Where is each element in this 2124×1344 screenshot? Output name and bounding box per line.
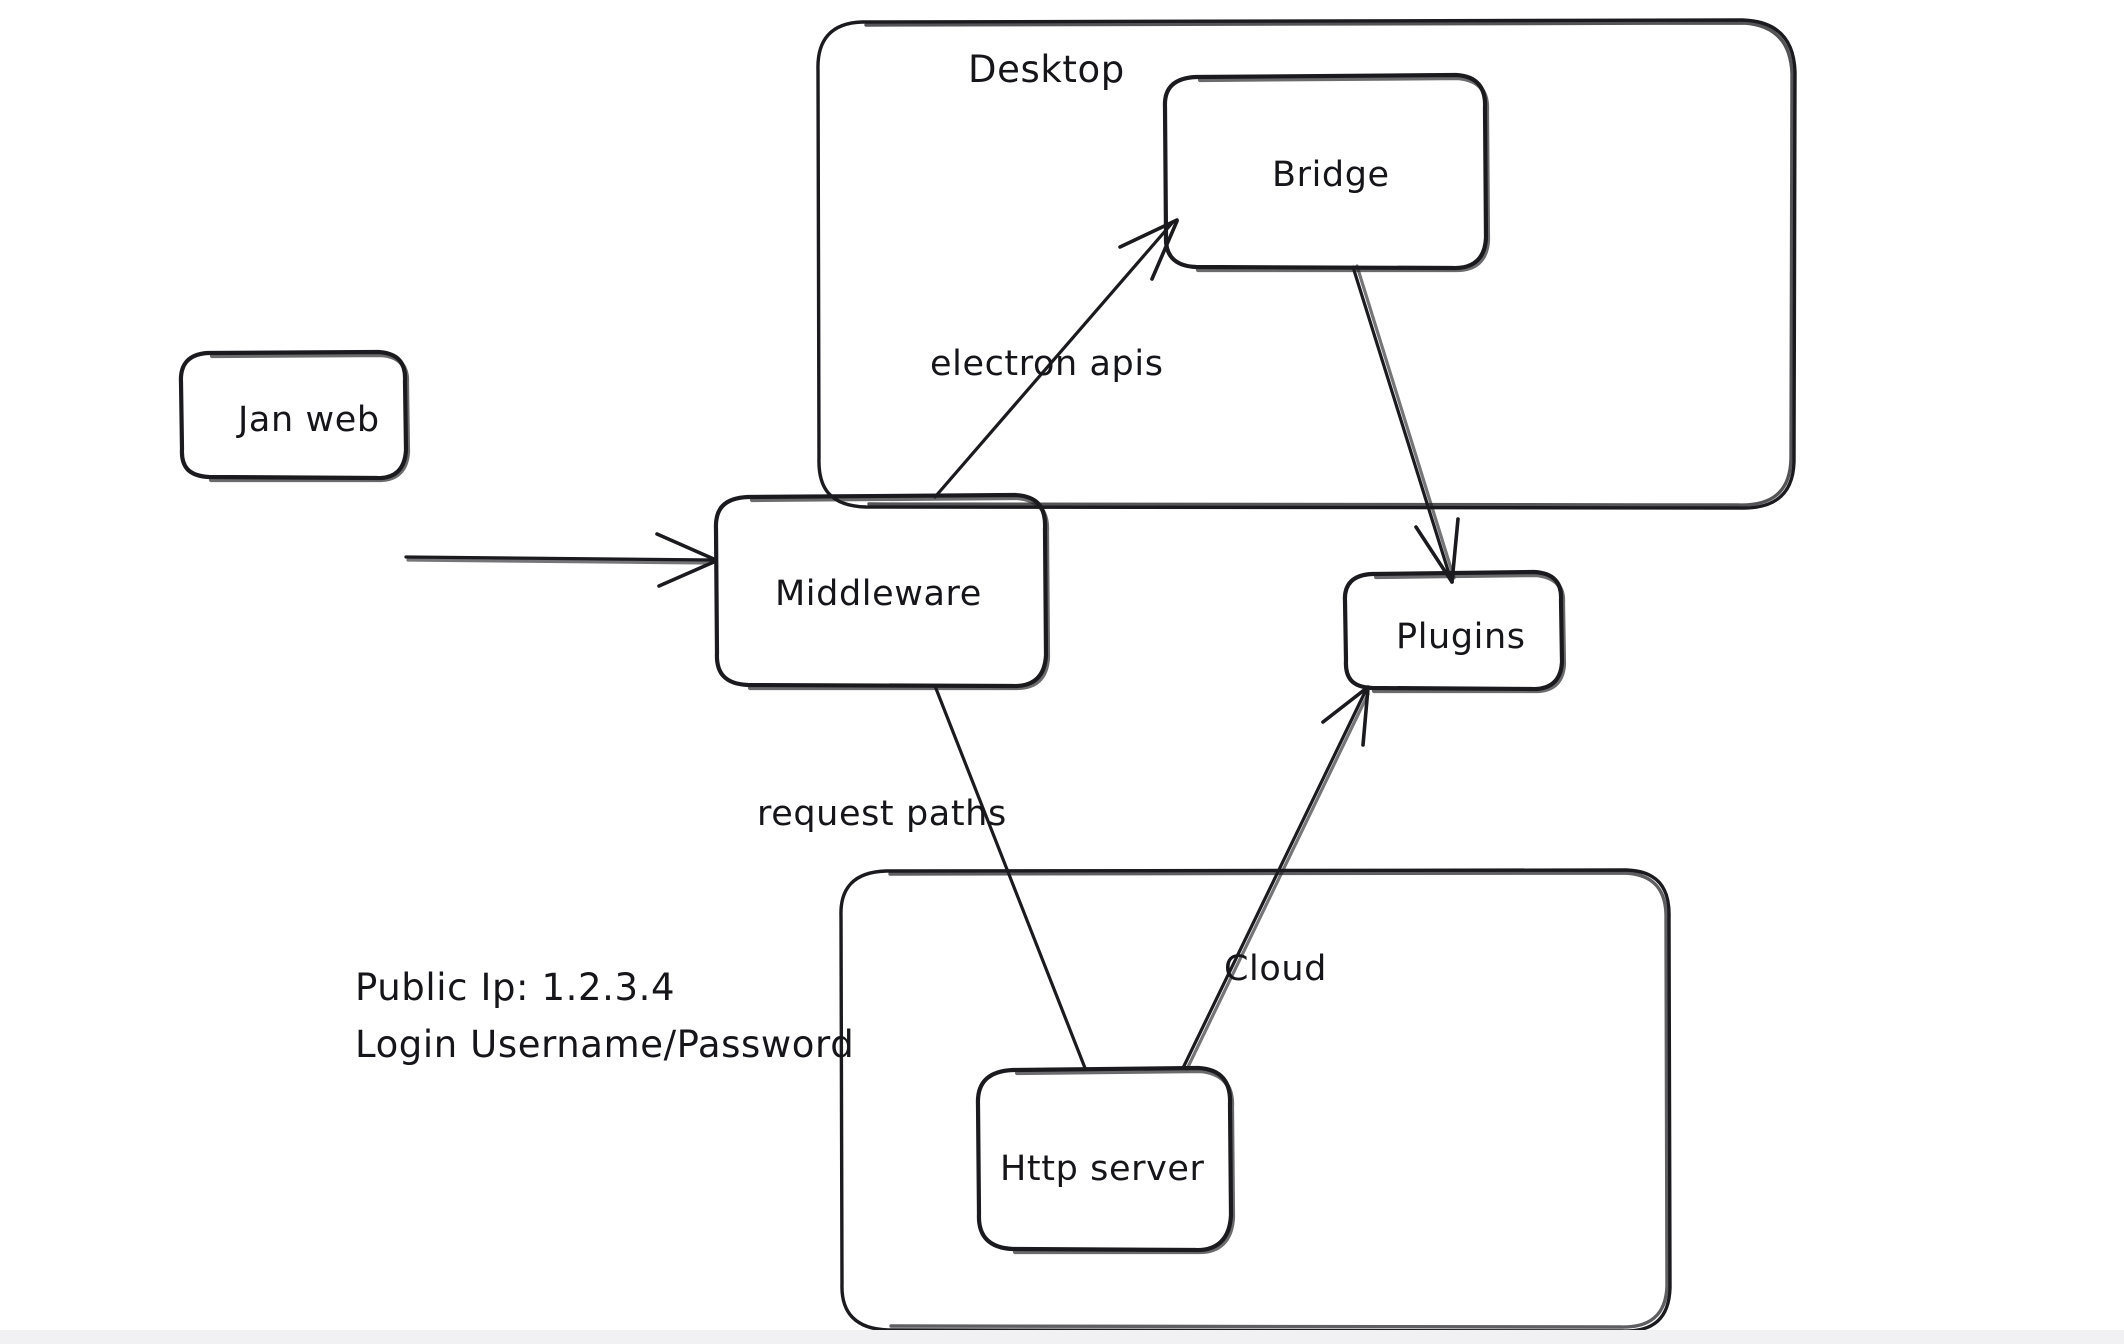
middleware-to-bridge-arrowhead [1118,218,1179,249]
middleware-label: Middleware [775,574,982,614]
desktop-container-label: Desktop [968,48,1125,91]
node-middleware[interactable]: Middleware [713,492,1051,691]
node-bridge[interactable]: Bridge [1162,72,1491,273]
jan-web-label: Jan web [236,400,380,440]
node-plugins[interactable]: Plugins [1342,569,1567,694]
edge-middleware-to-bridge[interactable]: electron apis [930,218,1179,499]
middleware-to-bridge-arrowhead-lower [1150,219,1179,281]
node-jan-web[interactable]: Jan web [178,349,411,483]
desktop-container-outline-echo [864,21,1794,507]
desktop-container-outline [816,18,1797,510]
http-server-label: Http server [1000,1149,1205,1189]
bottom-edge-strip [0,1330,2124,1344]
jan-web-to-middleware-line [404,555,716,562]
jan-web-to-middleware-arrowhead-lower [657,559,718,588]
bridge-to-plugins-line [1351,265,1453,582]
http-server-to-plugins-arrowhead [1321,685,1370,724]
electron-apis-edge-label: electron apis [930,344,1164,384]
bridge-box-outline-echo [1195,75,1491,273]
middleware-to-bridge-line [933,220,1175,499]
container-desktop[interactable]: Desktop [816,18,1797,510]
note-public-ip-line: Public Ip: 1.2.3.4 [355,966,675,1009]
jan-web-box-outline-echo [208,352,411,483]
note-server-credentials[interactable]: Public Ip: 1.2.3.4 Login Username/Passwo… [355,966,854,1066]
http-server-to-plugins-arrowhead-lower [1361,686,1370,747]
container-cloud[interactable] [839,868,1672,1333]
cloud-container-outline-echo [888,871,1669,1329]
note-login-line: Login Username/Password [355,1023,854,1066]
http-server-to-plugins-line-echo [1185,692,1370,1071]
node-http-server[interactable]: Http server [975,1065,1236,1255]
http-server-to-middleware-line [933,684,1087,1070]
bridge-to-plugins-arrowhead [1414,525,1454,584]
edge-http-server-to-middleware[interactable]: request paths [757,684,1087,1070]
http-server-to-plugins-line [1181,690,1367,1070]
request-paths-edge-label: request paths [757,794,1007,834]
bridge-to-plugins-line-echo [1355,264,1456,580]
middleware-box-outline-echo [747,495,1051,691]
edge-jan-web-to-middleware[interactable] [404,532,718,588]
http-server-box-outline-echo [1012,1068,1236,1255]
edge-bridge-to-plugins[interactable] [1351,264,1460,584]
bridge-label: Bridge [1272,155,1390,195]
jan-web-to-middleware-arrowhead [655,532,718,562]
plugins-label: Plugins [1396,617,1526,657]
cloud-container-outline [839,868,1672,1333]
cloud-edge-label: Cloud [1224,949,1327,989]
plugins-box-outline-echo [1371,572,1567,694]
bridge-to-plugins-arrowhead-right [1450,517,1460,584]
edge-http-server-to-plugins[interactable]: Cloud [1181,685,1370,1071]
jan-web-to-middleware-line-echo [406,558,714,565]
